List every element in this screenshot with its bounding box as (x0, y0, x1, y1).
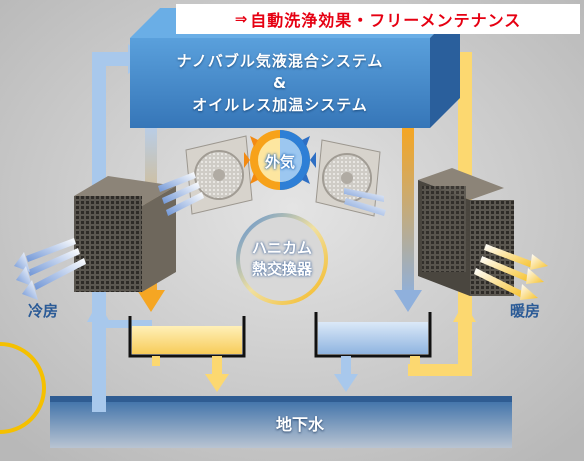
system-line-1: ナノバブル気液混合システム (176, 52, 384, 70)
groundwater-slab (50, 396, 512, 448)
heat-exchanger-ring (236, 213, 328, 305)
system-line-3: オイルレス加温システム (192, 96, 368, 114)
maintenance-banner: ⇒ 自動洗浄効果・フリーメンテナンス (176, 4, 580, 34)
tank-outflow-cool (334, 356, 358, 392)
warm-riser-right (453, 302, 476, 368)
fan-to-honeycomb-right (344, 188, 386, 216)
cooling-airflow-arrows (14, 238, 86, 300)
system-box-label: ナノバブル気液混合システム & オイルレス加温システム (130, 38, 430, 128)
warm-tank (128, 316, 246, 358)
banner-arrow: ⇒ (234, 10, 249, 28)
tank-link-right (410, 356, 420, 370)
heat-exchanger-line-1: ハニカム (251, 239, 312, 257)
outside-air-label: 外気 (264, 152, 295, 171)
heating-label: 暖房 (510, 302, 541, 320)
downflow-right (394, 128, 422, 312)
cooling-label: 冷房 (28, 302, 59, 320)
honeycomb-block-right (418, 168, 514, 296)
heat-exchanger-label: ハニカム 熱交換器 (230, 226, 334, 292)
tank-outflow-warm (152, 356, 229, 392)
heat-exchanger-line-2: 熱交換器 (251, 260, 312, 278)
banner-text: 自動洗浄効果・フリーメンテナンス (250, 11, 522, 30)
fan-unit-left (185, 135, 253, 215)
heating-airflow-arrows (474, 244, 548, 300)
cool-tank (314, 312, 432, 358)
honeycomb-block-left (74, 176, 176, 292)
system-line-2: & (272, 74, 288, 92)
fan-to-honeycomb-left (158, 172, 204, 216)
outside-air-icon (244, 130, 316, 190)
cool-riser-left (87, 302, 152, 398)
fan-unit-right (315, 139, 381, 217)
partial-ring-decoration (0, 342, 46, 434)
groundwater-label: 地下水 (275, 415, 324, 434)
